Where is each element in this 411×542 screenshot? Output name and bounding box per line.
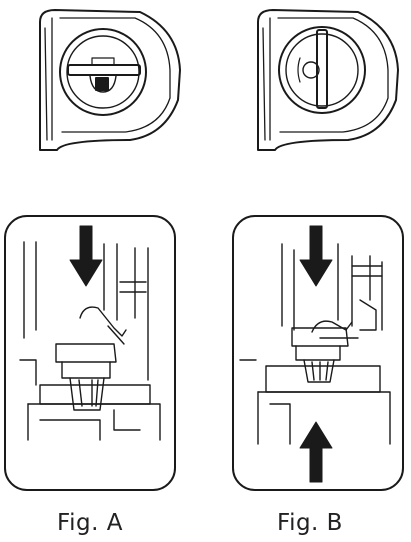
cap-top-view-b [257,9,399,151]
arrow-down-icon [69,225,103,287]
arrow-down-icon [299,225,333,287]
fig-b-panel [232,215,404,491]
caption-fig-a: Fig. A [57,510,123,536]
fig-a-panel [4,215,176,491]
caption-fig-b: Fig. B [277,510,343,536]
arrow-up-icon [299,421,333,483]
cap-top-view-a [39,9,181,151]
